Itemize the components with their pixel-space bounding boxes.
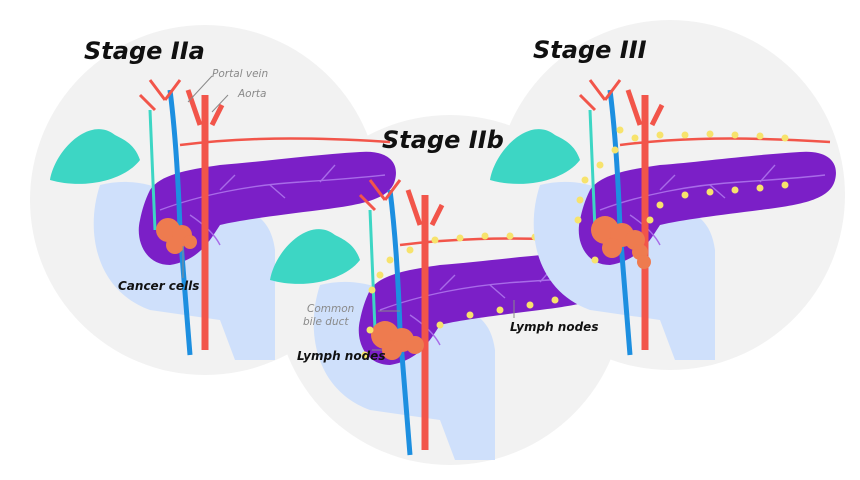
common-bile-duct-label-line2: bile duct	[303, 316, 349, 328]
tumor-cluster-large	[591, 216, 651, 269]
common-bile-duct-label-line1: Common	[307, 303, 355, 315]
aorta-label: Aorta	[238, 88, 267, 100]
lymph-nodes	[361, 232, 589, 359]
stage-iib-title: Stage IIb	[382, 126, 504, 154]
stage-iib-illustration	[270, 180, 616, 460]
tumor-cluster	[371, 321, 424, 360]
leader-lines	[182, 75, 515, 351]
lymph-nodes-label-left: Lymph nodes	[297, 349, 386, 363]
lymph-nodes-extended	[574, 126, 789, 264]
cancer-cells-cluster	[156, 218, 197, 254]
lymph-nodes-label-right: Lymph nodes	[510, 320, 599, 334]
cancer-cells-label: Cancer cells	[118, 279, 200, 293]
portal-vein-label: Portal vein	[212, 68, 269, 80]
stage-iia-illustration	[50, 80, 396, 360]
stage-iii-illustration	[490, 80, 836, 360]
stage-iii-title: Stage III	[533, 36, 647, 64]
stage-iia-title: Stage IIa	[84, 37, 205, 65]
